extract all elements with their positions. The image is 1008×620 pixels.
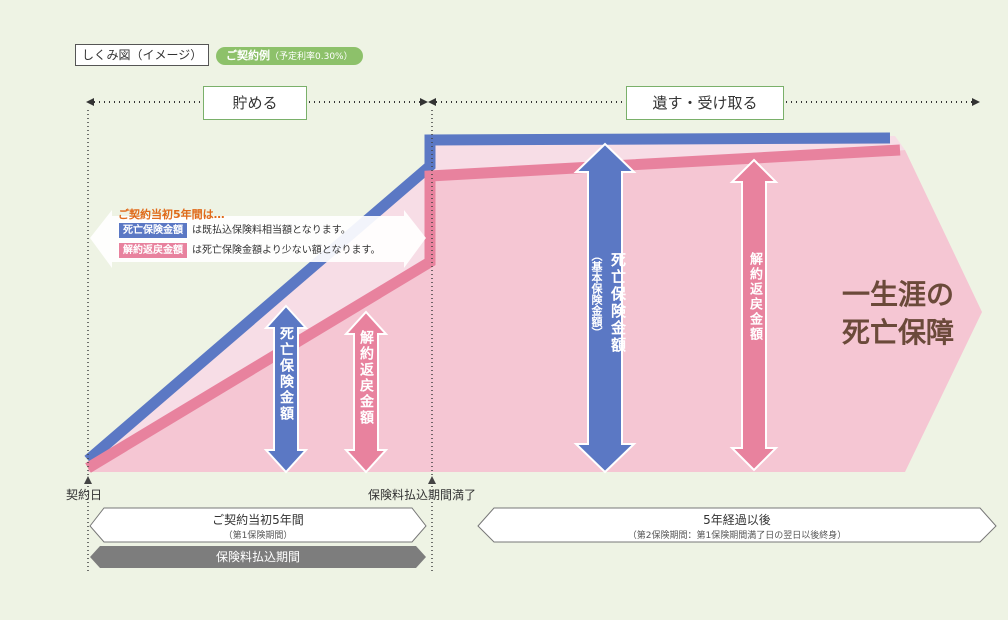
death-arrow-large <box>573 142 637 474</box>
death-arrow-small <box>263 304 309 474</box>
payment-period-bar: 保険料払込期間 <box>90 546 426 568</box>
lifetime-line2: 死亡保障 <box>842 316 955 349</box>
diagram-title-box: しくみ図（イメージ） <box>75 44 210 66</box>
diagram-title: しくみ図（イメージ） <box>82 48 203 62</box>
first5-period-box <box>89 507 427 543</box>
phase-leave-label: 遺す・受け取る <box>652 94 758 112</box>
note-row-death: 死亡保険金額は既払込保険料相当額となります。 <box>118 222 351 239</box>
surrender-arrow-large-label: 解約返戻金額 <box>747 252 762 342</box>
surrender-arrow-small <box>343 310 389 474</box>
contract-tick <box>84 476 92 484</box>
after5-sub: （第2保険期間：第1保険期間満了日の翌日以後終身） <box>627 531 847 541</box>
first5-period: ご契約当初5年間 （第1保険期間） <box>104 511 412 541</box>
premium-end-label: 保険料払込期間満了 <box>368 488 477 502</box>
death-arrow-large-label: 死亡保険金額 <box>609 252 627 354</box>
note-tag-death: 死亡保険金額 <box>118 222 188 239</box>
surrender-arrow-large <box>729 158 779 472</box>
first5-sub: （第1保険期間） <box>223 531 293 541</box>
payment-period-label: 保険料払込期間 <box>215 550 300 564</box>
surrender-arrow-small-label: 解約返戻金額 <box>358 330 374 426</box>
phase-arrowheads <box>86 98 980 106</box>
note-row-surrender: 解約返戻金額は死亡保険金額より少ない額となります。 <box>118 242 381 259</box>
death-benefit-line <box>84 132 891 465</box>
contract-example-badge: ご契約例（予定利率0.30%） <box>216 47 363 65</box>
premium-end-tick <box>428 476 436 484</box>
phase-save-label: 貯める <box>232 94 278 112</box>
first5-title: ご契約当初5年間 <box>212 513 304 527</box>
death-arrow-small-label: 死亡保険金額 <box>278 326 294 422</box>
note-text-surrender: は死亡保険金額より少ない額となります。 <box>192 245 381 256</box>
phase-save-box: 貯める <box>203 86 307 120</box>
after5-title: 5年経過以後 <box>703 513 771 527</box>
note-title: ご契約当初5年間は… <box>118 208 225 221</box>
example-badge-sub: （予定利率0.30%） <box>270 52 353 62</box>
after5-period-box <box>477 507 997 543</box>
phase-leave-box: 遺す・受け取る <box>626 86 784 120</box>
lifetime-line1: 一生涯の <box>842 278 955 311</box>
note-text-death: は既払込保険料相当額となります。 <box>192 225 351 236</box>
example-badge-main: ご契約例 <box>226 49 270 62</box>
death-arrow-large-sublabel: （基本保険金額） <box>590 250 603 338</box>
lifetime-protection-label: 一生涯の 死亡保障 <box>842 276 954 352</box>
contract-day-label: 契約日 <box>66 488 103 502</box>
after5-period: 5年経過以後 （第2保険期間：第1保険期間満了日の翌日以後終身） <box>494 511 980 541</box>
surrender-value-line <box>85 144 901 473</box>
note-tag-surrender: 解約返戻金額 <box>118 242 188 259</box>
